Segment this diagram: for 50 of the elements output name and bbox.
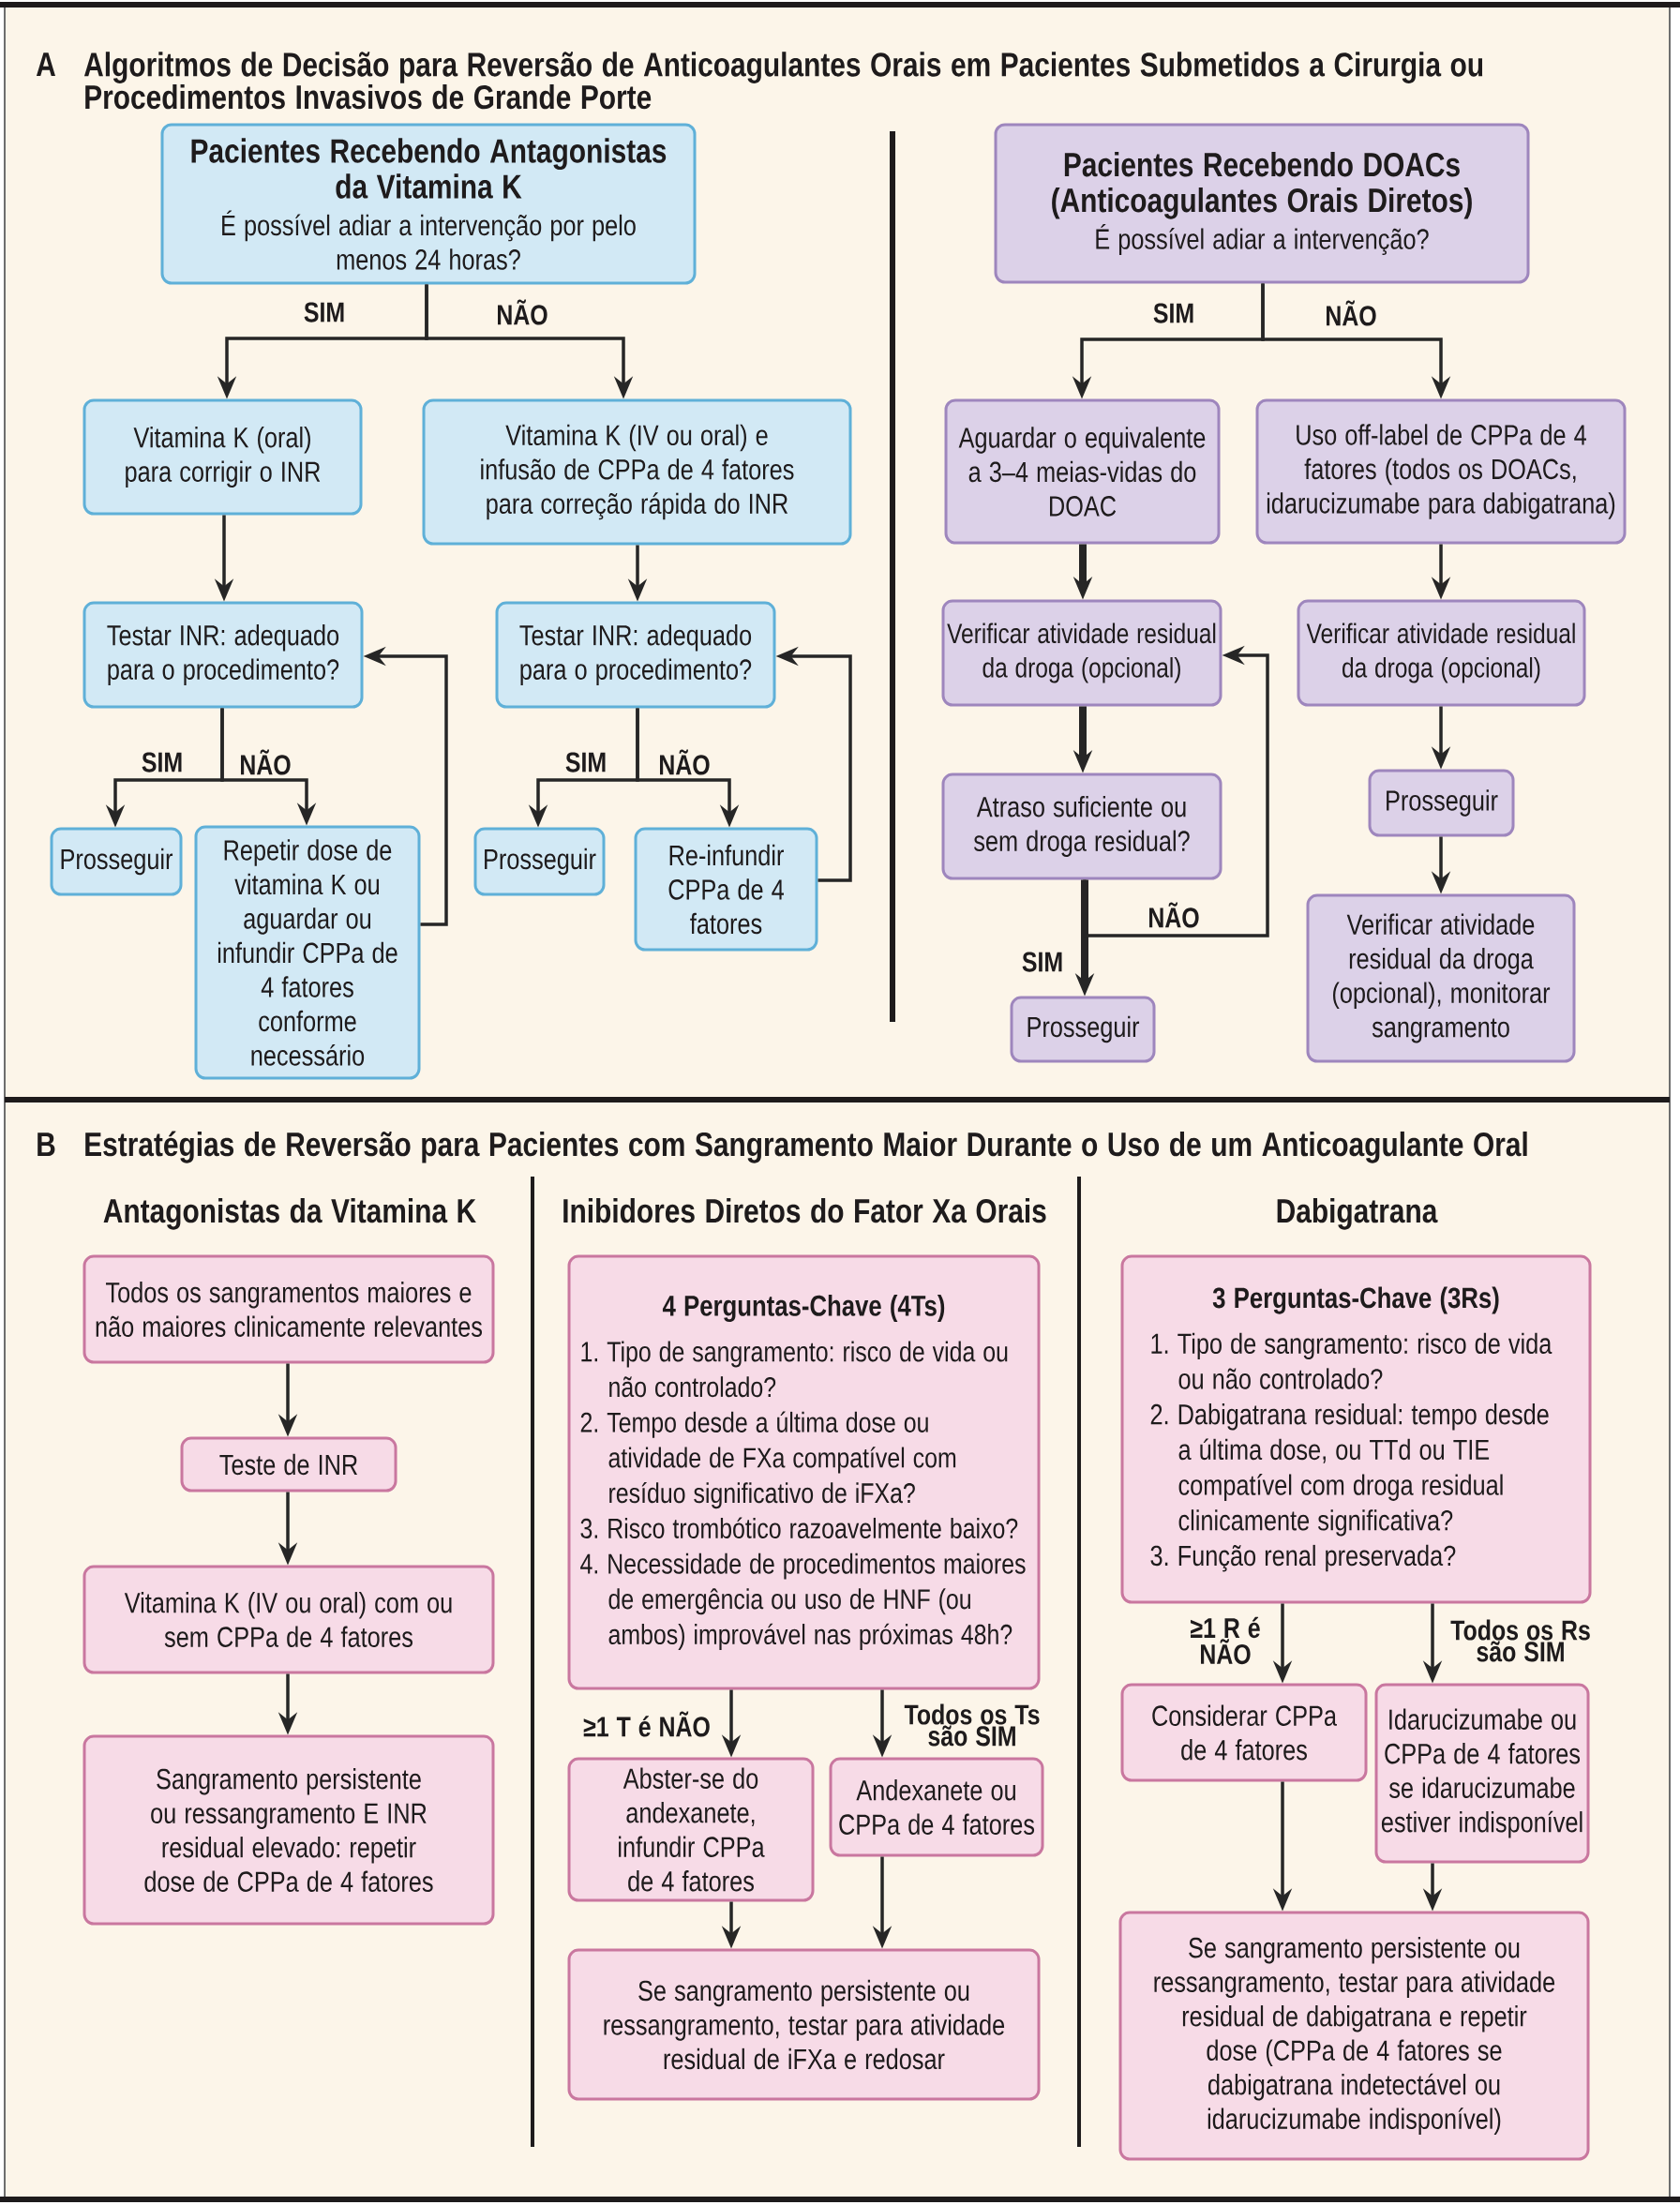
decision-box: Atraso suficiente ou sem droga residual? bbox=[941, 772, 1222, 880]
outcome-box: Prosseguir bbox=[473, 827, 606, 896]
edge-label: SIM bbox=[1019, 950, 1066, 974]
process-box: Repetir dose de vitamina K ou aguardar ou infundir CPPa de 4 fatores conforme necessário bbox=[194, 825, 421, 1080]
edge-label: ≥1 R é NÃO bbox=[1187, 1614, 1264, 1667]
decision-box: Testar INR: adequado para o procedimento? bbox=[495, 601, 776, 709]
process-box: Se sangramento persistente ou ressangramento, testar para atividade residual de dabigatrana e repetir dose (CPPa de 4 fatores se dabigatrana indetectável ou idarucizumabe indisponível) bbox=[1118, 1911, 1590, 2161]
process-box: Vitamina K (IV ou oral) e infusão de CPPa de 4 fatores para correção rápida do INR bbox=[422, 398, 852, 546]
process-box: Uso off-label de CPPa de 4 fatores (todos os DOACs, idarucizumabe para dabigatrana) bbox=[1255, 398, 1627, 545]
edge-label: SIM bbox=[139, 750, 186, 774]
edge-label: ≥1 T é NÃO bbox=[581, 1709, 712, 1739]
edge-label: NÃO bbox=[656, 747, 712, 777]
process-box: Abster-se do andexanete, infundir CPPa de 4 fatores bbox=[567, 1757, 815, 1902]
column-heading: Inibidores Diretos do Fator Xa Orais bbox=[563, 1197, 1046, 1223]
edge-label: Todos os Ts são SIM bbox=[897, 1702, 1047, 1748]
edge-label: SIM bbox=[301, 300, 348, 324]
process-box: Idarucizumabe ou CPPa de 4 fatores se idarucizumabe estiver indisponível bbox=[1374, 1683, 1590, 1864]
process-box: Vitamina K (IV ou oral) com ou sem CPPa de 4 fatores bbox=[82, 1565, 495, 1674]
process-box: Sangramento persistente ou ressangramento E INR residual elevado: repetir dose de CPPa de 4 fatores bbox=[82, 1734, 495, 1926]
panel-letter: A bbox=[36, 52, 55, 76]
process-box: Verificar atividade residual da droga (opcional) bbox=[1297, 599, 1586, 707]
panel-heading: Estratégias de Reversão para Pacientes com Sangramento Maior Durante o Uso de um Anticoagulante Oral bbox=[85, 1131, 1527, 1163]
process-box: Verificar atividade residual da droga (opcional) bbox=[941, 599, 1222, 707]
panel-heading: Algoritmos de Decisão para Reversão de Anticoagulantes Orais em Pacientes Submetidos a Cirurgia ou Procedimentos Invasivos de Grande Porte bbox=[83, 52, 1483, 110]
panel-letter: B bbox=[38, 1132, 55, 1156]
question-box: Pacientes Recebendo Antagonistas da Vitamina K É possível adiar a intervenção por pelo menos 24 horas? bbox=[160, 123, 697, 285]
process-box: Aguardar o equivalente a 3–4 meias-vidas do DOAC bbox=[944, 398, 1221, 545]
process-box: Se sangramento persistente ou ressangramento, testar para atividade residual de iFXa e redosar bbox=[567, 1948, 1041, 2101]
question-box: 4 Perguntas-Chave (4Ts) 1. Tipo de sangramento: risco de vida ou não controlado? 2. Tempo desde a última dose ou atividade de FXa compatível com resíduo significativo de iFXa? 3. Risco trombótico razoavelmente baixo? 4. Necessidade de procedimentos maiores de emergência ou uso de HNF (ou ambos) improvável nas próximas 48h? bbox=[567, 1254, 1041, 1690]
question-box: Pacientes Recebendo DOACs (Anticoagulantes Orais Diretos) É possível adiar a intervenção? bbox=[994, 123, 1530, 284]
process-box: Andexanete ou CPPa de 4 fatores bbox=[829, 1757, 1044, 1857]
outcome-box: Prosseguir bbox=[1010, 996, 1156, 1063]
edge-label: Todos os Rs são SIM bbox=[1444, 1617, 1598, 1664]
question-box: 3 Perguntas-Chave (3Rs) 1. Tipo de sangramento: risco de vida ou não controlado? 2. Dabigatrana residual: tempo desde a última dose, ou TTd ou TIE compatível com droga residual clinicamente significativa? 3. Função renal preservada? bbox=[1120, 1254, 1592, 1604]
process-box: Re-infundir CPPa de 4 fatores bbox=[634, 827, 818, 952]
edge-label: SIM bbox=[562, 750, 609, 774]
process-box: Todos os sangramentos maiores e não maiores clinicamente relevantes bbox=[82, 1254, 495, 1364]
outcome-box: Prosseguir bbox=[1368, 769, 1515, 837]
process-box: Considerar CPPa de 4 fatores bbox=[1120, 1683, 1368, 1782]
decision-box: Testar INR: adequado para o procedimento? bbox=[82, 601, 364, 709]
outcome-box: Prosseguir bbox=[50, 827, 183, 896]
process-box: Teste de INR bbox=[180, 1436, 398, 1492]
edge-label: NÃO bbox=[1323, 298, 1379, 328]
edge-label: NÃO bbox=[237, 747, 293, 777]
column-heading: Antagonistas da Vitamina K bbox=[103, 1197, 476, 1230]
edge-label: SIM bbox=[1150, 301, 1197, 325]
edge-label: NÃO bbox=[1146, 900, 1202, 930]
edge-label: NÃO bbox=[494, 297, 550, 327]
process-box: Verificar atividade residual da droga (opcional), monitorar sangramento bbox=[1306, 893, 1576, 1063]
process-box: Vitamina K (oral) para corrigir o INR bbox=[82, 398, 363, 516]
